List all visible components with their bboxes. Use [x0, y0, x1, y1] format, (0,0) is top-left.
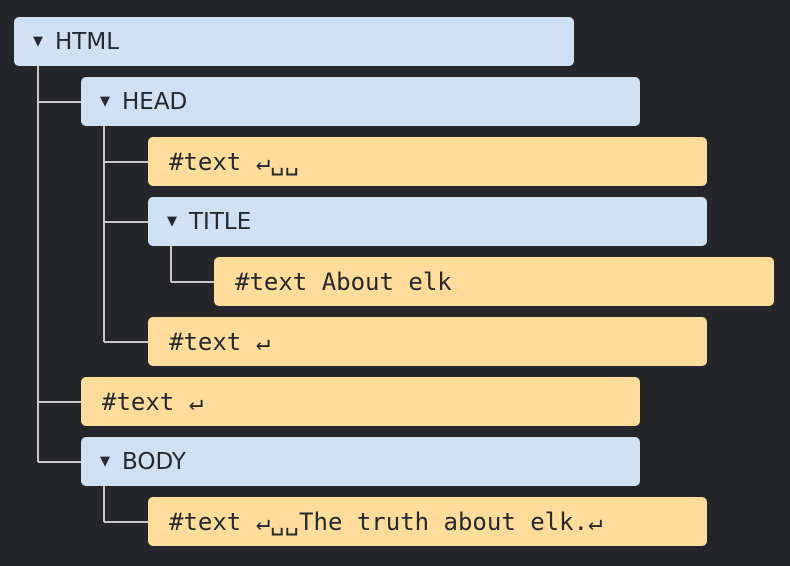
- node-head[interactable]: ▼ HEAD: [81, 77, 640, 126]
- node-label: #text ↵␣␣: [169, 147, 300, 176]
- node-body-text[interactable]: #text ↵␣␣The truth about elk.↵: [148, 497, 707, 546]
- node-title-text[interactable]: #text About elk: [214, 257, 774, 306]
- node-label: #text About elk: [235, 267, 452, 296]
- node-label: HTML: [55, 28, 120, 55]
- node-title[interactable]: ▼ TITLE: [148, 197, 707, 246]
- node-html-text[interactable]: #text ↵: [81, 377, 640, 426]
- expand-triangle-icon[interactable]: ▼: [167, 214, 177, 229]
- node-head-text-1[interactable]: #text ↵␣␣: [148, 137, 707, 186]
- node-label: #text ↵: [169, 327, 271, 356]
- node-html[interactable]: ▼ HTML: [14, 17, 574, 66]
- node-body[interactable]: ▼ BODY: [81, 437, 640, 486]
- node-label: #text ↵: [102, 387, 204, 416]
- expand-triangle-icon[interactable]: ▼: [33, 34, 43, 49]
- expand-triangle-icon[interactable]: ▼: [100, 94, 110, 109]
- node-label: #text ↵␣␣The truth about elk.↵: [169, 507, 603, 536]
- node-label: HEAD: [122, 88, 188, 115]
- node-label: BODY: [122, 448, 186, 475]
- node-head-text-2[interactable]: #text ↵: [148, 317, 707, 366]
- expand-triangle-icon[interactable]: ▼: [100, 454, 110, 469]
- node-label: TITLE: [189, 208, 252, 235]
